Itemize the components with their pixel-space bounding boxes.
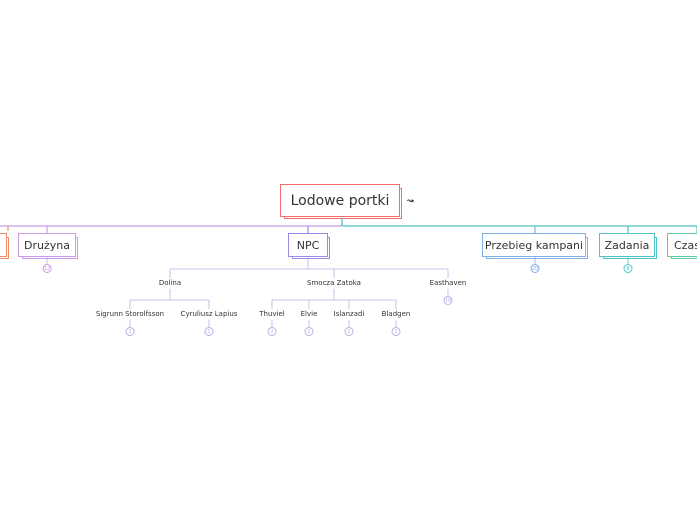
npc-sigrunn[interactable]: Sigrunn Storolfsson [95,310,165,318]
root-title: Lodowe portki [290,192,390,209]
npc-bladgen[interactable]: Bladgen [381,310,411,318]
topic-czas[interactable]: Czas [667,233,697,259]
topic-label: Drużyna [24,238,70,252]
topic-npc[interactable]: NPC [288,233,330,259]
npc-thuviel[interactable]: Thuviel [259,310,285,318]
topic-label: Czas [674,238,697,252]
link-icon[interactable]: ↝ [407,196,414,205]
collapse-badge[interactable]: 12 [42,264,52,273]
npc-group-dolina[interactable]: Dolina [158,279,182,287]
connector-left [0,218,343,227]
topic-label: NPC [296,238,320,252]
npc-group-easthaven[interactable]: Easthaven [429,279,467,287]
topic-label: Zadania [604,238,650,252]
npc-group-smocza-zatoka[interactable]: Smocza Zatoka [307,279,361,287]
root-node[interactable]: Lodowe portki [280,184,402,219]
collapse-badge[interactable]: 20 [530,264,540,273]
collapse-badge[interactable]: 2 [391,327,401,336]
topic-label: Przebieg kampani [484,238,584,252]
collapse-badge[interactable]: 2 [344,327,354,336]
topic-zadania[interactable]: Zadania [599,233,657,259]
collapse-badge[interactable]: 2 [267,327,277,336]
collapse-badge[interactable]: 2 [125,327,135,336]
npc-cyruliusz[interactable]: Cyruliusz Lapius [180,310,238,318]
collapse-badge[interactable]: 18 [443,296,453,305]
npc-elvie[interactable]: Elvie [300,310,318,318]
topic-przebieg-kampani[interactable]: Przebieg kampani [482,233,588,259]
collapse-badge[interactable]: 8 [623,264,633,273]
npc-islanzadi[interactable]: Islanzadi [333,310,365,318]
collapse-badge[interactable]: 1 [204,327,214,336]
collapse-badge[interactable]: 2 [304,327,314,336]
connector-right [341,218,697,227]
npc-connectors [129,257,449,327]
topic-partial-left[interactable] [0,233,9,259]
topic-druzyna[interactable]: Drużyna [18,233,78,259]
